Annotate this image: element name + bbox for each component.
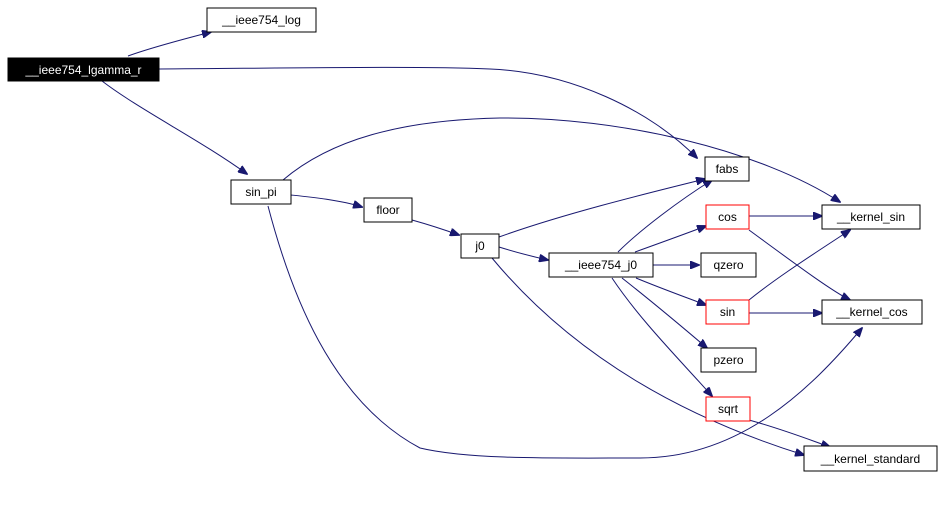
node-cos-label: cos [718, 210, 737, 224]
node-lgamma[interactable]: __ieee754_lgamma_r [7, 57, 160, 82]
node-kernel-cos[interactable]: __kernel_cos [821, 299, 923, 325]
node-qzero[interactable]: qzero [700, 252, 757, 278]
node-floor[interactable]: floor [363, 197, 413, 223]
node-sqrt-label: sqrt [718, 402, 739, 416]
node-log-label: __ieee754_log [221, 13, 301, 27]
edge-j0-to-kernel-standard [491, 257, 804, 455]
node-sin-pi[interactable]: sin_pi [230, 179, 292, 205]
edge-j0-to-fabs [498, 179, 705, 238]
node-fabs[interactable]: fabs [704, 156, 750, 182]
edge-sqrt-to-kernel-standard [748, 419, 830, 447]
edge-sin-pi-to-floor [290, 194, 362, 207]
node-sqrt[interactable]: sqrt [705, 396, 751, 422]
edges [101, 32, 862, 459]
node-kernel-sin[interactable]: __kernel_sin [821, 204, 921, 230]
edge-ieee-j0-to-sqrt [611, 277, 712, 396]
edge-lgamma-to-log [127, 32, 211, 57]
node-qzero-label: qzero [713, 258, 743, 272]
node-kernel-standard[interactable]: __kernel_standard [803, 445, 938, 472]
node-pzero[interactable]: pzero [700, 347, 757, 373]
node-sin-pi-label: sin_pi [245, 185, 276, 199]
edge-ieee-j0-to-pzero [621, 277, 707, 348]
node-kernel-sin-label: __kernel_sin [836, 210, 905, 224]
edge-ieee-j0-to-cos [634, 226, 706, 253]
node-kernel-standard-label: __kernel_standard [820, 452, 920, 466]
edge-j0-to-ieee-j0 [498, 246, 548, 260]
node-sin[interactable]: sin [705, 299, 750, 325]
node-ieee-j0[interactable]: __ieee754_j0 [548, 252, 654, 278]
node-ieee-j0-label: __ieee754_j0 [564, 258, 637, 272]
node-j0[interactable]: j0 [460, 233, 500, 259]
edge-sin-to-kernel-sin [748, 230, 850, 301]
node-sin-label: sin [720, 305, 735, 319]
node-lgamma-label: __ieee754_lgamma_r [24, 63, 141, 77]
edge-lgamma-to-sin-pi [101, 80, 247, 174]
edge-ieee-j0-to-fabs [617, 180, 712, 253]
node-j0-label: j0 [474, 239, 485, 253]
edge-sin-pi-to-kernel-cos [267, 205, 862, 459]
edge-cos-to-kernel-cos [748, 229, 850, 300]
node-cos[interactable]: cos [705, 204, 750, 230]
edge-lgamma-to-fabs [158, 66, 697, 158]
edge-floor-to-j0 [411, 219, 459, 235]
edge-ieee-j0-to-sin [635, 277, 706, 305]
node-pzero-label: pzero [713, 353, 743, 367]
node-floor-label: floor [376, 203, 399, 217]
node-kernel-cos-label: __kernel_cos [835, 305, 907, 319]
node-fabs-label: fabs [716, 162, 739, 176]
node-log[interactable]: __ieee754_log [206, 7, 317, 33]
edge-sin-pi-to-kernel-sin [282, 117, 840, 202]
